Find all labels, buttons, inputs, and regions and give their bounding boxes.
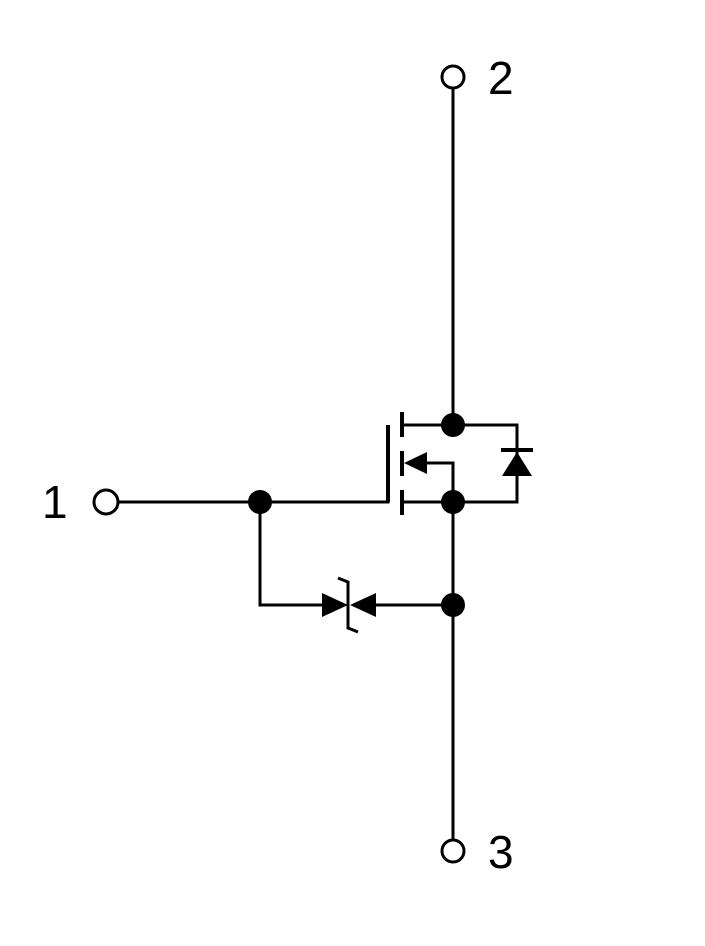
junction-dots [248,413,465,617]
junction-dot [441,413,465,437]
pin-label-2: 2 [488,52,514,104]
gate-zener-wire [258,500,324,607]
n-channel-mosfet-symbol [386,412,427,515]
junction-dot [441,490,465,514]
mosfet-body-connection [421,461,455,504]
body-diode-wire [451,423,519,504]
body-diode-symbol [501,448,533,476]
junction-dot [248,490,272,514]
terminal-pin-2 [440,64,466,90]
zener-diode-symbol [322,576,376,634]
junction-dot [441,593,465,617]
terminal-pin-1 [92,488,120,516]
terminal-pin-3 [440,838,466,864]
mosfet-arrow-icon [404,452,427,474]
pin-label-3: 3 [488,826,514,878]
pin-label-1: 1 [42,476,68,528]
